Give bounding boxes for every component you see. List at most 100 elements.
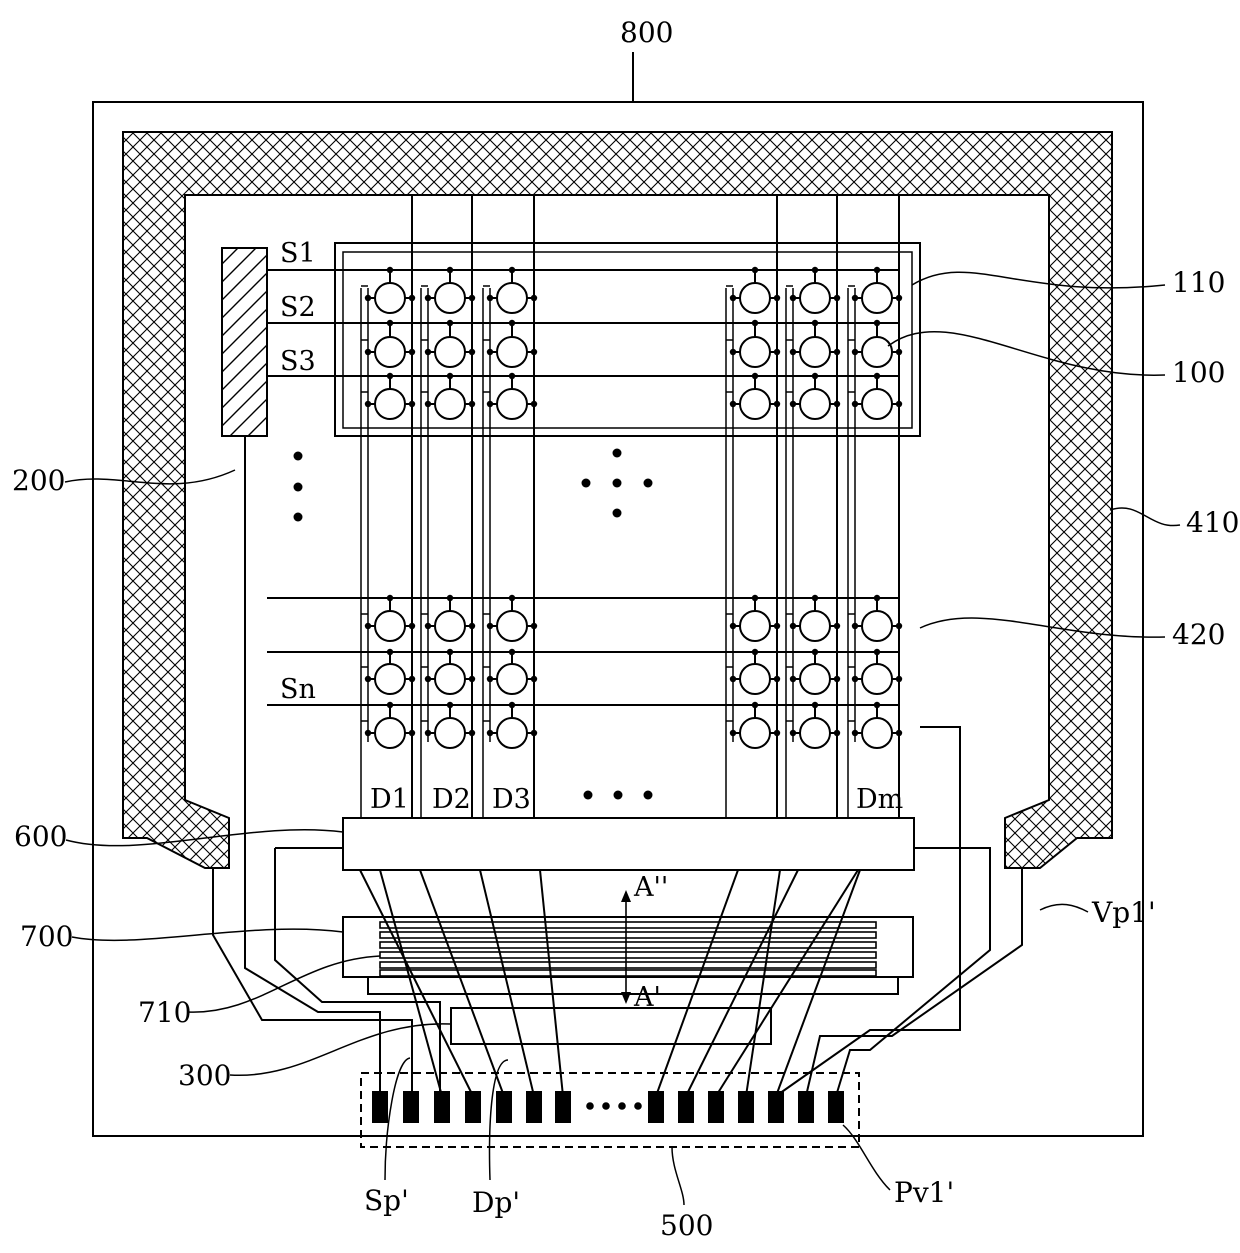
junction-dot: [730, 730, 736, 736]
junction-dot: [531, 730, 537, 736]
junction-dot: [834, 676, 840, 682]
junction-dot: [365, 730, 371, 736]
ref-410: 410: [1186, 506, 1239, 539]
data-label-d1: D1: [370, 784, 409, 815]
ellipsis-dot: [634, 1102, 642, 1110]
junction-dot: [425, 349, 431, 355]
junction-dot: [425, 401, 431, 407]
junction-dot: [790, 730, 796, 736]
junction-dot: [812, 649, 818, 655]
junction-dot: [365, 623, 371, 629]
pixel-circle: [375, 611, 405, 641]
junction-dot: [409, 349, 415, 355]
junction-dot: [874, 702, 880, 708]
pixel-circle: [740, 389, 770, 419]
pixel-circle: [435, 283, 465, 313]
pad-terminal: [555, 1091, 571, 1123]
scan-label-sn: Sn: [280, 674, 316, 705]
junction-dot: [774, 623, 780, 629]
junction-dot: [487, 295, 493, 301]
pixel-circle: [375, 664, 405, 694]
junction-dot: [874, 320, 880, 326]
driver-ic-300: [451, 1008, 771, 1044]
junction-dot: [469, 730, 475, 736]
junction-dot: [896, 676, 902, 682]
pixel-circle: [435, 718, 465, 748]
ellipsis-dot: [644, 791, 653, 800]
junction-dot: [447, 702, 453, 708]
ref-200: 200: [12, 464, 65, 497]
junction-dot: [509, 320, 515, 326]
junction-dot: [852, 401, 858, 407]
junction-dot: [365, 676, 371, 682]
ellipsis-dot: [613, 509, 622, 518]
pixel-circle: [862, 664, 892, 694]
junction-dot: [730, 295, 736, 301]
pixel-circle: [375, 283, 405, 313]
junction-dot: [469, 401, 475, 407]
ref-710: 710: [138, 996, 191, 1029]
pixel-circle: [862, 611, 892, 641]
esd-line-710: [380, 932, 876, 938]
ref-a2: A'': [633, 872, 668, 903]
junction-dot: [874, 595, 880, 601]
junction-dot: [409, 676, 415, 682]
esd-line-710: [380, 952, 876, 958]
ref-dp: Dp': [472, 1186, 520, 1219]
fan-line: [360, 870, 473, 1096]
ref-vp1: Vp1': [1091, 896, 1156, 929]
pixel-circle: [375, 718, 405, 748]
junction-dot: [387, 267, 393, 273]
junction-dot: [752, 373, 758, 379]
leader-300: [230, 1024, 451, 1075]
junction-dot: [834, 623, 840, 629]
junction-dot: [469, 295, 475, 301]
pixel-circle: [375, 389, 405, 419]
pixel-circle: [800, 664, 830, 694]
junction-dot: [752, 649, 758, 655]
ref-800: 800: [620, 16, 673, 49]
junction-dot: [469, 349, 475, 355]
junction-dot: [752, 595, 758, 601]
junction-dot: [487, 623, 493, 629]
pad-terminal: [372, 1091, 388, 1123]
pixel-circle: [740, 664, 770, 694]
junction-dot: [874, 649, 880, 655]
ref-700: 700: [20, 920, 73, 953]
junction-dot: [365, 349, 371, 355]
pad-terminal: [496, 1091, 512, 1123]
scan-route: [213, 868, 412, 1096]
fan-line: [746, 870, 780, 1096]
junction-dot: [730, 349, 736, 355]
pad-terminal: [465, 1091, 481, 1123]
ref-100: 100: [1172, 356, 1225, 389]
junction-dot: [447, 595, 453, 601]
fan-line: [540, 870, 563, 1096]
junction-dot: [409, 730, 415, 736]
arrow-head-bottom: [621, 992, 631, 1004]
junction-dot: [790, 676, 796, 682]
junction-dot: [387, 595, 393, 601]
leader-pv1: [843, 1125, 890, 1190]
junction-dot: [896, 295, 902, 301]
ellipsis-dot: [602, 1102, 610, 1110]
junction-dot: [852, 623, 858, 629]
junction-dot: [790, 623, 796, 629]
ellipsis-dot: [618, 1102, 626, 1110]
pixel-circle: [497, 337, 527, 367]
pixel-circle: [497, 389, 527, 419]
pixel-circle: [435, 389, 465, 419]
ref-110: 110: [1172, 266, 1225, 299]
junction-dot: [812, 595, 818, 601]
pixel-circle: [740, 337, 770, 367]
junction-dot: [487, 676, 493, 682]
ref-300: 300: [178, 1059, 231, 1092]
junction-dot: [387, 649, 393, 655]
junction-dot: [774, 730, 780, 736]
junction-dot: [790, 349, 796, 355]
pixel-circle: [497, 718, 527, 748]
junction-dot: [812, 320, 818, 326]
pixel-circle: [435, 611, 465, 641]
junction-dot: [752, 702, 758, 708]
